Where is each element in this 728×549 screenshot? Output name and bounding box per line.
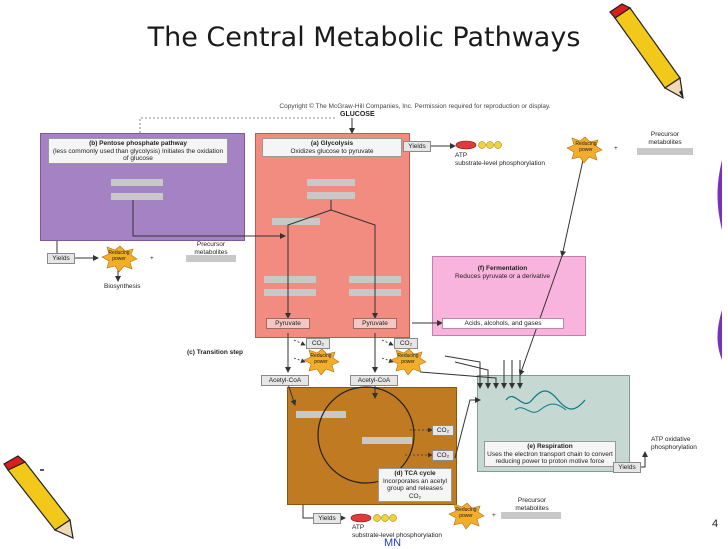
label-cover xyxy=(296,411,346,418)
oxidative-phos-label: ATP oxidative phosphorylation xyxy=(651,436,697,451)
label-cover xyxy=(264,276,316,283)
slide-title: The Central Metabolic Pathways xyxy=(147,22,581,53)
reducing-power-star-icon xyxy=(101,245,138,273)
precursor-label: Precursor metabolites xyxy=(515,497,549,512)
transition-step-label: (c) Transition step xyxy=(187,349,243,356)
label-cover xyxy=(362,437,412,444)
copyright-notice: Copyright © The McGraw-Hill Companies, I… xyxy=(279,103,551,110)
atp-molecule-icon xyxy=(455,140,502,150)
reducing-power-star-icon xyxy=(566,136,603,164)
pyruvate-tag: Pyruvate xyxy=(353,318,397,329)
decorative-accent xyxy=(717,310,722,360)
page-number: 4 xyxy=(712,518,719,530)
yields-tag: Yields xyxy=(613,462,641,473)
glycolysis-title: (a) Glycolysis xyxy=(310,140,354,147)
pencil-icon xyxy=(3,455,74,540)
co2-tag: CO₂ xyxy=(432,450,454,461)
biosynthesis-label: Biosynthesis xyxy=(104,283,141,290)
reducing-power-star-icon xyxy=(303,348,340,376)
precursor-cover xyxy=(501,512,561,519)
plus-sign: + xyxy=(492,512,496,519)
reducing-power-label: Reducing power xyxy=(108,250,130,262)
reducing-power-star-icon xyxy=(448,502,485,530)
precursor-cover xyxy=(186,255,236,262)
reducing-power-label: Reducing power xyxy=(575,141,597,153)
yields-tag: Yields xyxy=(47,253,75,264)
fermentation-description: Reduces pyruvate or a derivative xyxy=(454,272,551,280)
label-cover xyxy=(307,179,355,186)
label-cover xyxy=(111,179,163,186)
co2-tag: CO₂ xyxy=(432,425,454,436)
label-cover xyxy=(272,218,320,225)
fermentation-title: (f) Fermentation xyxy=(477,265,528,272)
respiration-description: Uses the electron transport chain to con… xyxy=(487,450,613,466)
precursor-label: Precursor metabolites xyxy=(648,131,682,146)
label-cover xyxy=(307,192,355,199)
label-cover xyxy=(264,289,316,296)
electron-wave-icon xyxy=(505,390,586,410)
acetyl-coa-tag: Acetyl-CoA xyxy=(350,375,398,386)
pyruvate-tag: Pyruvate xyxy=(266,318,310,329)
yields-tag: Yields xyxy=(313,513,341,524)
pentose-description: (less commonly used than glycolysis) Ini… xyxy=(52,147,224,163)
acetyl-coa-tag: Acetyl-CoA xyxy=(261,375,309,386)
tca-description: Incorporates an acetyl group and release… xyxy=(383,477,447,500)
fermentation-box: (f) Fermentation Reduces pyruvate or a d… xyxy=(445,264,560,286)
yields-tag: Yields xyxy=(403,141,431,152)
co2-tag: CO₂ xyxy=(306,338,330,349)
author-initials: MN xyxy=(384,537,402,549)
tca-cycle-box: (d) TCA cycle Incorporates an acetyl gro… xyxy=(378,468,452,502)
pentose-title: (b) Pentose phosphate pathway xyxy=(89,140,187,147)
reducing-power-star-icon xyxy=(390,348,427,376)
glycolysis-box: (a) Glycolysis Oxidizes glucose to pyruv… xyxy=(262,138,402,157)
fermentation-products: Acids, alcohols, and gases xyxy=(442,318,564,329)
precursor-cover xyxy=(637,148,693,155)
label-cover xyxy=(111,193,163,200)
plus-sign: + xyxy=(614,145,618,152)
plus-sign: + xyxy=(150,255,154,262)
pencil-icon xyxy=(609,3,684,100)
respiration-box: (e) Respiration Uses the electron transp… xyxy=(484,441,616,467)
co2-tag: CO₂ xyxy=(394,338,418,349)
atp-molecule-icon xyxy=(350,513,397,523)
pentose-pathway-box: (b) Pentose phosphate pathway (less comm… xyxy=(48,138,228,164)
tca-title: (d) TCA cycle xyxy=(394,470,436,477)
reducing-power-label: Reducing power xyxy=(397,353,419,365)
respiration-title: (e) Respiration xyxy=(527,443,573,450)
decorative-accent xyxy=(717,160,722,230)
reducing-power-label: Reducing power xyxy=(455,507,477,519)
glycolysis-description: Oxidizes glucose to pyruvate xyxy=(290,147,374,155)
precursor-label: Precursor metabolites xyxy=(194,241,228,256)
glucose-label: GLUCOSE xyxy=(340,111,375,118)
reducing-power-label: Reducing power xyxy=(310,353,332,365)
